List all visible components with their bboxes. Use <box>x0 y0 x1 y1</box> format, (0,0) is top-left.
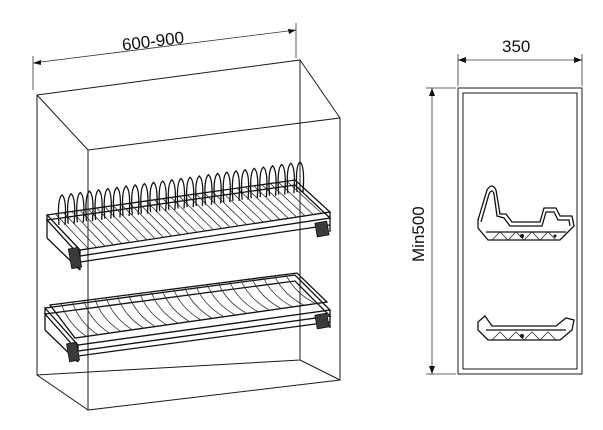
lower-bowl-rack <box>43 272 332 363</box>
cabinet-front-frame <box>87 117 341 411</box>
cabinet-side-view <box>457 87 583 375</box>
side-inner <box>462 92 578 370</box>
width-label: 600-900 <box>121 28 185 54</box>
side-outer <box>457 87 583 375</box>
upper-plate-rack <box>45 161 332 271</box>
side-lower-rack-profile <box>477 315 575 341</box>
height-label: Min500 <box>409 206 428 262</box>
side-upper-rack-profile <box>477 185 575 241</box>
width-dimension: 600-900 <box>32 23 297 90</box>
cabinet-perspective <box>36 59 341 411</box>
height-dimension: Min500 <box>409 87 456 375</box>
depth-label: 350 <box>502 37 530 56</box>
depth-dimension: 350 <box>457 37 583 86</box>
